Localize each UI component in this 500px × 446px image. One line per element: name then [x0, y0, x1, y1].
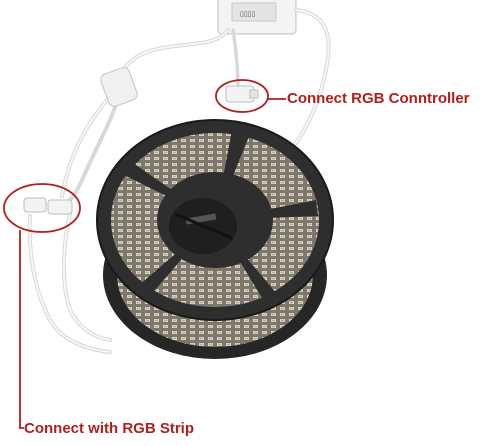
splitter-junction [100, 67, 138, 107]
strip-pointer-line [19, 230, 24, 429]
strip-connector [23, 197, 73, 215]
annotation-markers [3, 79, 286, 429]
cable-harness [27, 8, 331, 354]
controller-highlight-ring [215, 79, 269, 113]
svg-text:▯▯▯▯: ▯▯▯▯ [240, 11, 256, 18]
led-reel-front [96, 119, 334, 321]
controller-connector [225, 85, 259, 103]
strip-highlight-ring [3, 183, 81, 233]
rgb-controller-box: ▯▯▯▯ [217, 0, 297, 35]
connect-controller-label: Connect RGB Conntroller [287, 90, 470, 107]
connect-strip-label: Connect with RGB Strip [24, 420, 194, 437]
